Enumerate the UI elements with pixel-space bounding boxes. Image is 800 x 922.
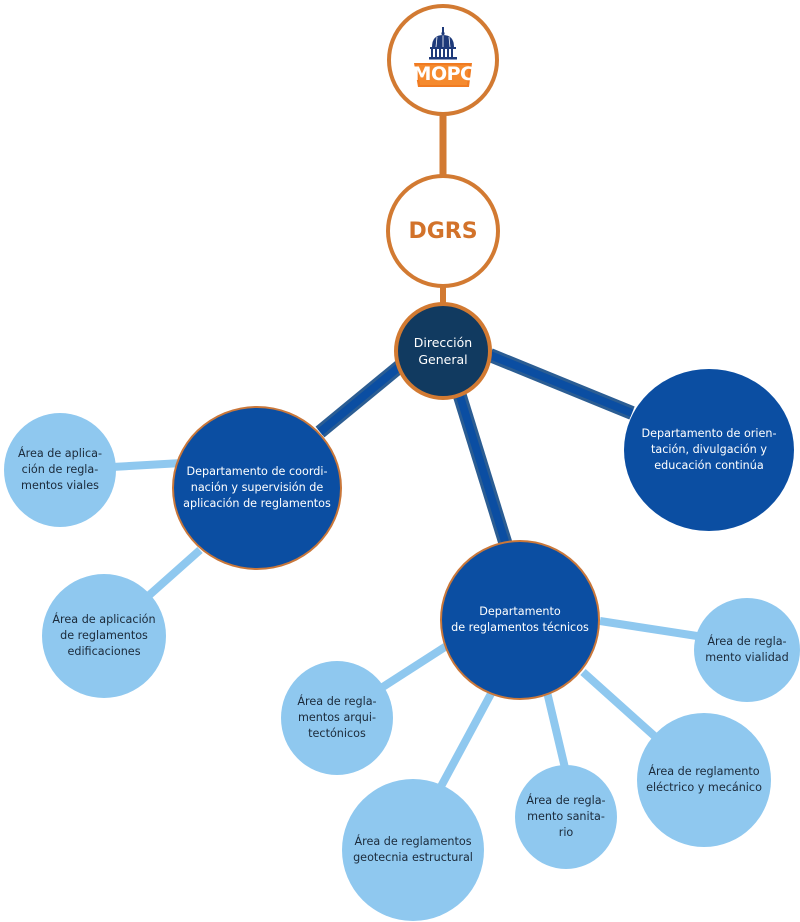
connector-tecnicos-electrico <box>580 669 663 744</box>
geotecnia-label: Área de reglamentos geotecnia estructura… <box>353 835 473 864</box>
coordinacion-label: Departamento de coordi- nación y supervi… <box>183 465 331 510</box>
connector-tecnicos-geotecnia <box>434 688 497 794</box>
arquitectonicos-node: Área de regla- mentos arqui- tectónicos <box>281 661 393 775</box>
vialidad-label: Área de regla- mento vialidad <box>705 635 789 664</box>
coordinacion-node: Departamento de coordi- nación y supervi… <box>172 406 342 570</box>
dgrs-circle: DGRS <box>386 174 500 288</box>
direccion-general-label: Dirección General <box>413 334 473 368</box>
connector-direccion-coordinacion <box>317 358 408 436</box>
dgrs-label: DGRS <box>408 218 478 244</box>
sanitario-label: Área de regla- mento sanita- rio <box>526 794 606 839</box>
edificaciones-node: Área de aplicación de reglamentos edific… <box>42 574 166 698</box>
edificaciones-label: Área de aplicación de reglamentos edific… <box>52 613 156 658</box>
viales-node: Área de aplica- ción de regla- mentos vi… <box>4 413 116 527</box>
orientacion-node: Departamento de orien- tación, divulgaci… <box>624 369 794 531</box>
mopc-logo-text: MOPC <box>412 63 474 85</box>
connector-coordinacion-viales <box>111 459 183 471</box>
viales-label: Área de aplica- ción de regla- mentos vi… <box>17 447 103 492</box>
geotecnia-node: Área de reglamentos geotecnia estructura… <box>342 779 484 921</box>
mopc-logo-icon <box>414 27 472 87</box>
direccion-general-node: Dirección General <box>394 302 492 400</box>
connector-tecnicos-arquitectonicos <box>375 641 451 694</box>
connector-direccion-tecnicos <box>455 391 510 547</box>
orientacion-label: Departamento de orien- tación, divulgaci… <box>641 427 777 472</box>
arquitectonicos-label: Área de regla- mentos arqui- tectónicos <box>297 695 377 740</box>
vialidad-node: Área de regla- mento vialidad <box>694 598 800 702</box>
sanitario-node: Área de regla- mento sanita- rio <box>515 765 617 869</box>
logo-circle: MOPC <box>387 4 499 116</box>
connector-tecnicos-vialidad <box>599 617 698 640</box>
tecnicos-label: Departamento de reglamentos técnicos <box>451 605 589 634</box>
connector-tecnicos-sanitario <box>543 691 569 769</box>
connector-direccion-orientacion <box>488 351 634 417</box>
tecnicos-node: Departamento de reglamentos técnicos <box>440 540 600 700</box>
connector-coordinacion-edificaciones <box>143 547 203 601</box>
electrico-node: Área de reglamento eléctrico y mecánico <box>637 713 771 847</box>
electrico-label: Área de reglamento eléctrico y mecánico <box>646 765 762 794</box>
